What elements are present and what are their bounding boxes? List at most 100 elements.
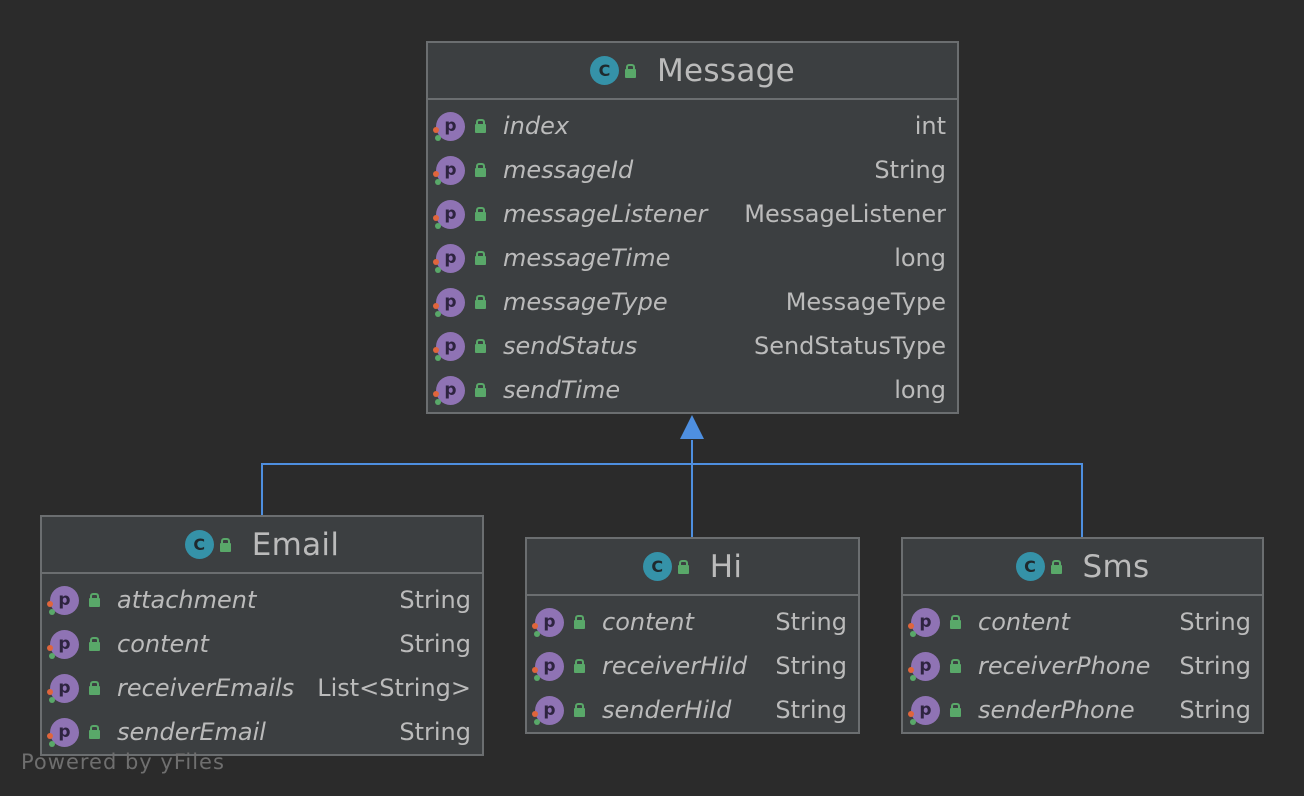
lock-icon bbox=[219, 537, 234, 552]
implement-marker-icon bbox=[534, 718, 540, 725]
lock-icon bbox=[574, 703, 588, 717]
implement-marker-icon bbox=[910, 674, 916, 681]
field-type: SendStatusType bbox=[753, 332, 946, 360]
field-type: List<String> bbox=[317, 674, 471, 702]
property-icon-letter: p bbox=[543, 612, 556, 632]
lock-icon bbox=[625, 63, 639, 78]
lock-icon bbox=[950, 615, 964, 629]
override-marker-icon bbox=[47, 732, 53, 739]
class-header: C Message bbox=[428, 43, 957, 100]
class-header: C Email bbox=[42, 517, 482, 574]
field-name: content bbox=[978, 608, 1070, 636]
property-icon-letter: p bbox=[58, 634, 71, 654]
lock-icon bbox=[89, 681, 103, 695]
field-type: long bbox=[894, 376, 946, 404]
property-icon-letter: p bbox=[444, 292, 457, 312]
property-icon-letter: p bbox=[58, 722, 71, 742]
field-name: messageTime bbox=[503, 244, 671, 272]
override-marker-icon bbox=[433, 170, 439, 177]
email-to-message-edge bbox=[261, 440, 693, 516]
class-name: Hi bbox=[709, 548, 743, 585]
implement-marker-icon bbox=[435, 310, 441, 317]
lock-icon bbox=[89, 725, 103, 739]
implement-marker-icon bbox=[435, 266, 441, 273]
lock-icon bbox=[475, 295, 489, 309]
override-marker-icon bbox=[433, 302, 439, 309]
implement-marker-icon bbox=[534, 630, 540, 637]
property-icon: p bbox=[908, 695, 940, 725]
property-icon-letter: p bbox=[444, 248, 457, 268]
lock-icon bbox=[475, 383, 489, 397]
override-marker-icon bbox=[532, 710, 538, 717]
property-icon-letter: p bbox=[919, 700, 932, 720]
lock-icon bbox=[475, 163, 489, 177]
override-marker-icon bbox=[433, 390, 439, 397]
field-type: MessageType bbox=[785, 288, 946, 316]
sms-to-message-edge bbox=[692, 463, 1083, 538]
implement-marker-icon bbox=[435, 178, 441, 185]
property-icon: p bbox=[433, 155, 465, 185]
property-icon-letter: p bbox=[444, 160, 457, 180]
class-header: C Hi bbox=[527, 539, 858, 596]
override-marker-icon bbox=[433, 214, 439, 221]
lock-icon bbox=[475, 339, 489, 353]
property-icon: p bbox=[532, 651, 564, 681]
field-row[interactable]: p index int bbox=[428, 104, 957, 148]
override-marker-icon bbox=[532, 622, 538, 629]
implement-marker-icon bbox=[49, 740, 55, 747]
inheritance-arrowhead bbox=[680, 415, 704, 439]
implement-marker-icon bbox=[435, 354, 441, 361]
property-icon: p bbox=[47, 673, 79, 703]
override-marker-icon bbox=[532, 666, 538, 673]
property-icon: p bbox=[433, 111, 465, 141]
field-name: index bbox=[503, 112, 570, 140]
override-marker-icon bbox=[433, 346, 439, 353]
field-type: String bbox=[1179, 652, 1251, 680]
class-icon: C bbox=[1015, 552, 1045, 581]
override-marker-icon bbox=[47, 600, 53, 607]
field-name: senderHiId bbox=[602, 696, 732, 724]
lock-icon bbox=[950, 703, 964, 717]
property-icon-letter: p bbox=[919, 612, 932, 632]
field-name: messageListener bbox=[503, 200, 708, 228]
field-type: String bbox=[775, 652, 847, 680]
lock-icon bbox=[574, 615, 588, 629]
implement-marker-icon bbox=[435, 398, 441, 405]
field-type: int bbox=[914, 112, 946, 140]
property-icon: p bbox=[532, 607, 564, 637]
property-icon-letter: p bbox=[919, 656, 932, 676]
field-name: sendStatus bbox=[503, 332, 638, 360]
implement-marker-icon bbox=[49, 696, 55, 703]
property-icon: p bbox=[433, 243, 465, 273]
footer-credit: Powered by yFiles bbox=[21, 750, 225, 774]
implement-marker-icon bbox=[534, 674, 540, 681]
property-icon: p bbox=[908, 651, 940, 681]
implement-marker-icon bbox=[910, 630, 916, 637]
lock-icon bbox=[89, 637, 103, 651]
field-type: String bbox=[1179, 696, 1251, 724]
field-name: sendTime bbox=[503, 376, 621, 404]
